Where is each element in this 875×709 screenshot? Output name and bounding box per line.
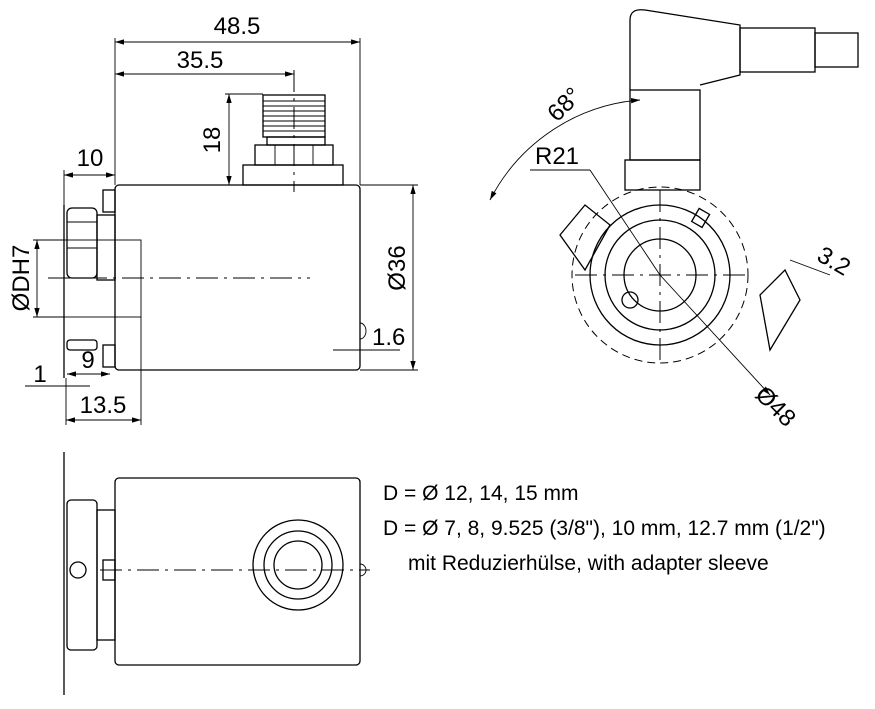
cable-connector — [624, 9, 859, 191]
flange-tab-bottom — [102, 344, 116, 368]
connector-nut — [252, 519, 344, 611]
bottom-view — [63, 452, 370, 695]
flange-tab-top — [102, 189, 116, 213]
dim-overall-length: 48.5 — [214, 13, 261, 40]
dim-flange-offset: 10 — [77, 145, 104, 172]
dim-body-diameter: Ø36 — [384, 245, 411, 290]
clamp-nut — [66, 207, 98, 279]
set-screw — [69, 561, 87, 579]
note-line-1: D = Ø 12, 14, 15 mm — [383, 482, 579, 505]
dim-plate-thickness: 1 — [33, 361, 46, 388]
dim-outer-diameter: Ø48 — [750, 381, 801, 432]
dim-radius: R21 — [535, 143, 579, 170]
connector — [242, 70, 344, 192]
dim-gap: 1.6 — [372, 324, 405, 351]
mounting-slot-right — [759, 268, 801, 352]
note-line-3: mit Reduzierhülse, with adapter sleeve — [408, 552, 769, 575]
dim-angle: 68° — [542, 82, 587, 127]
side-view: 48.5 35.5 18 10 ØDH7 Ø36 1.6 9 1 13.5 — [8, 13, 418, 425]
dim-slot: 3.2 — [813, 241, 855, 281]
front-view: 68° R21 3.2 Ø48 — [489, 9, 859, 432]
dim-clamp-width: 9 — [81, 347, 94, 374]
mounting-slot-left — [559, 204, 611, 272]
dim-shaft-bore: ØDH7 — [8, 245, 35, 312]
note-line-2: D = Ø 7, 8, 9.525 (3/8"), 10 mm, 12.7 mm… — [383, 517, 826, 540]
dim-bore-depth: 13.5 — [80, 392, 127, 419]
dim-connector-height: 18 — [199, 127, 226, 154]
dim-connector-position: 35.5 — [177, 47, 224, 74]
